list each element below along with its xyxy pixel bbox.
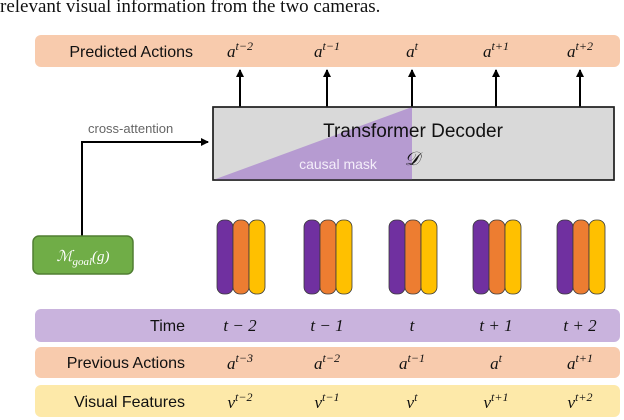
token-orange — [572, 219, 590, 295]
token-stack-1 — [216, 219, 266, 295]
time-step-5: t + 2 — [563, 316, 597, 335]
previous-action-4: at — [490, 351, 503, 373]
time-cells: t − 2 t − 1 t t + 1 t + 2 — [223, 316, 597, 335]
predicted-actions-row — [35, 35, 620, 67]
previous-action-5: at+1 — [567, 351, 593, 373]
token-purple — [472, 219, 490, 295]
caption-text: relevant visual information from the two… — [0, 0, 380, 17]
token-purple — [303, 219, 321, 295]
previous-action-2: at−2 — [314, 351, 340, 373]
causal-mask-label: causal mask — [299, 156, 378, 172]
token-purple — [216, 219, 234, 295]
time-step-3: t — [410, 316, 416, 335]
token-yellow — [335, 219, 353, 295]
output-arrows — [236, 69, 584, 107]
token-stacks — [216, 219, 606, 295]
goal-label: ℳgoal(g) — [56, 249, 109, 268]
token-stack-3 — [388, 219, 438, 295]
predicted-action-1: at−2 — [227, 39, 253, 61]
visual-feature-2: vt−1 — [315, 390, 340, 412]
visual-feature-4: vt+1 — [484, 390, 509, 412]
token-stack-2 — [303, 219, 353, 295]
token-stack-4 — [472, 219, 522, 295]
decoder-title: Transformer Decoder — [323, 121, 504, 142]
token-orange — [488, 219, 506, 295]
goal-box — [32, 235, 134, 275]
predicted-actions-cells: at−2 at−1 at at+1 at+2 — [227, 39, 593, 61]
time-label: Time — [150, 318, 185, 335]
cross-attention-label: cross-attention — [88, 121, 173, 136]
visual-feature-5: vt+2 — [568, 390, 593, 412]
previous-action-1: at−3 — [227, 351, 253, 373]
previous-actions-label: Previous Actions — [67, 355, 185, 372]
predicted-action-2: at−1 — [314, 39, 340, 61]
time-step-2: t − 1 — [310, 316, 343, 335]
visual-features-cells: vt−2 vt−1 vt vt+1 vt+2 — [228, 390, 593, 412]
previous-actions-row — [35, 347, 620, 378]
visual-features-row — [35, 385, 620, 417]
token-orange — [404, 219, 422, 295]
token-purple — [556, 219, 574, 295]
previous-action-3: at−1 — [399, 351, 425, 373]
causal-mask-triangle — [213, 107, 412, 180]
predicted-actions-label: Predicted Actions — [69, 44, 193, 61]
decoder-symbol: 𝒟 — [404, 149, 423, 170]
token-orange — [232, 219, 250, 295]
token-yellow — [504, 219, 522, 295]
visual-features-label: Visual Features — [74, 394, 185, 411]
token-stack-5 — [556, 219, 606, 295]
time-step-1: t − 2 — [223, 316, 257, 335]
visual-feature-3: vt — [407, 390, 419, 412]
token-purple — [388, 219, 406, 295]
cross-attention-arrow — [81, 138, 209, 236]
predicted-action-3: at — [406, 39, 419, 61]
time-row — [35, 309, 620, 342]
token-orange — [319, 219, 337, 295]
previous-actions-cells: at−3 at−2 at−1 at at+1 — [227, 351, 593, 373]
token-yellow — [248, 219, 266, 295]
visual-feature-1: vt−2 — [228, 390, 253, 412]
time-step-4: t + 1 — [479, 316, 512, 335]
token-yellow — [420, 219, 438, 295]
token-yellow — [588, 219, 606, 295]
predicted-action-5: at+2 — [567, 39, 593, 61]
predicted-action-4: at+1 — [483, 39, 509, 61]
